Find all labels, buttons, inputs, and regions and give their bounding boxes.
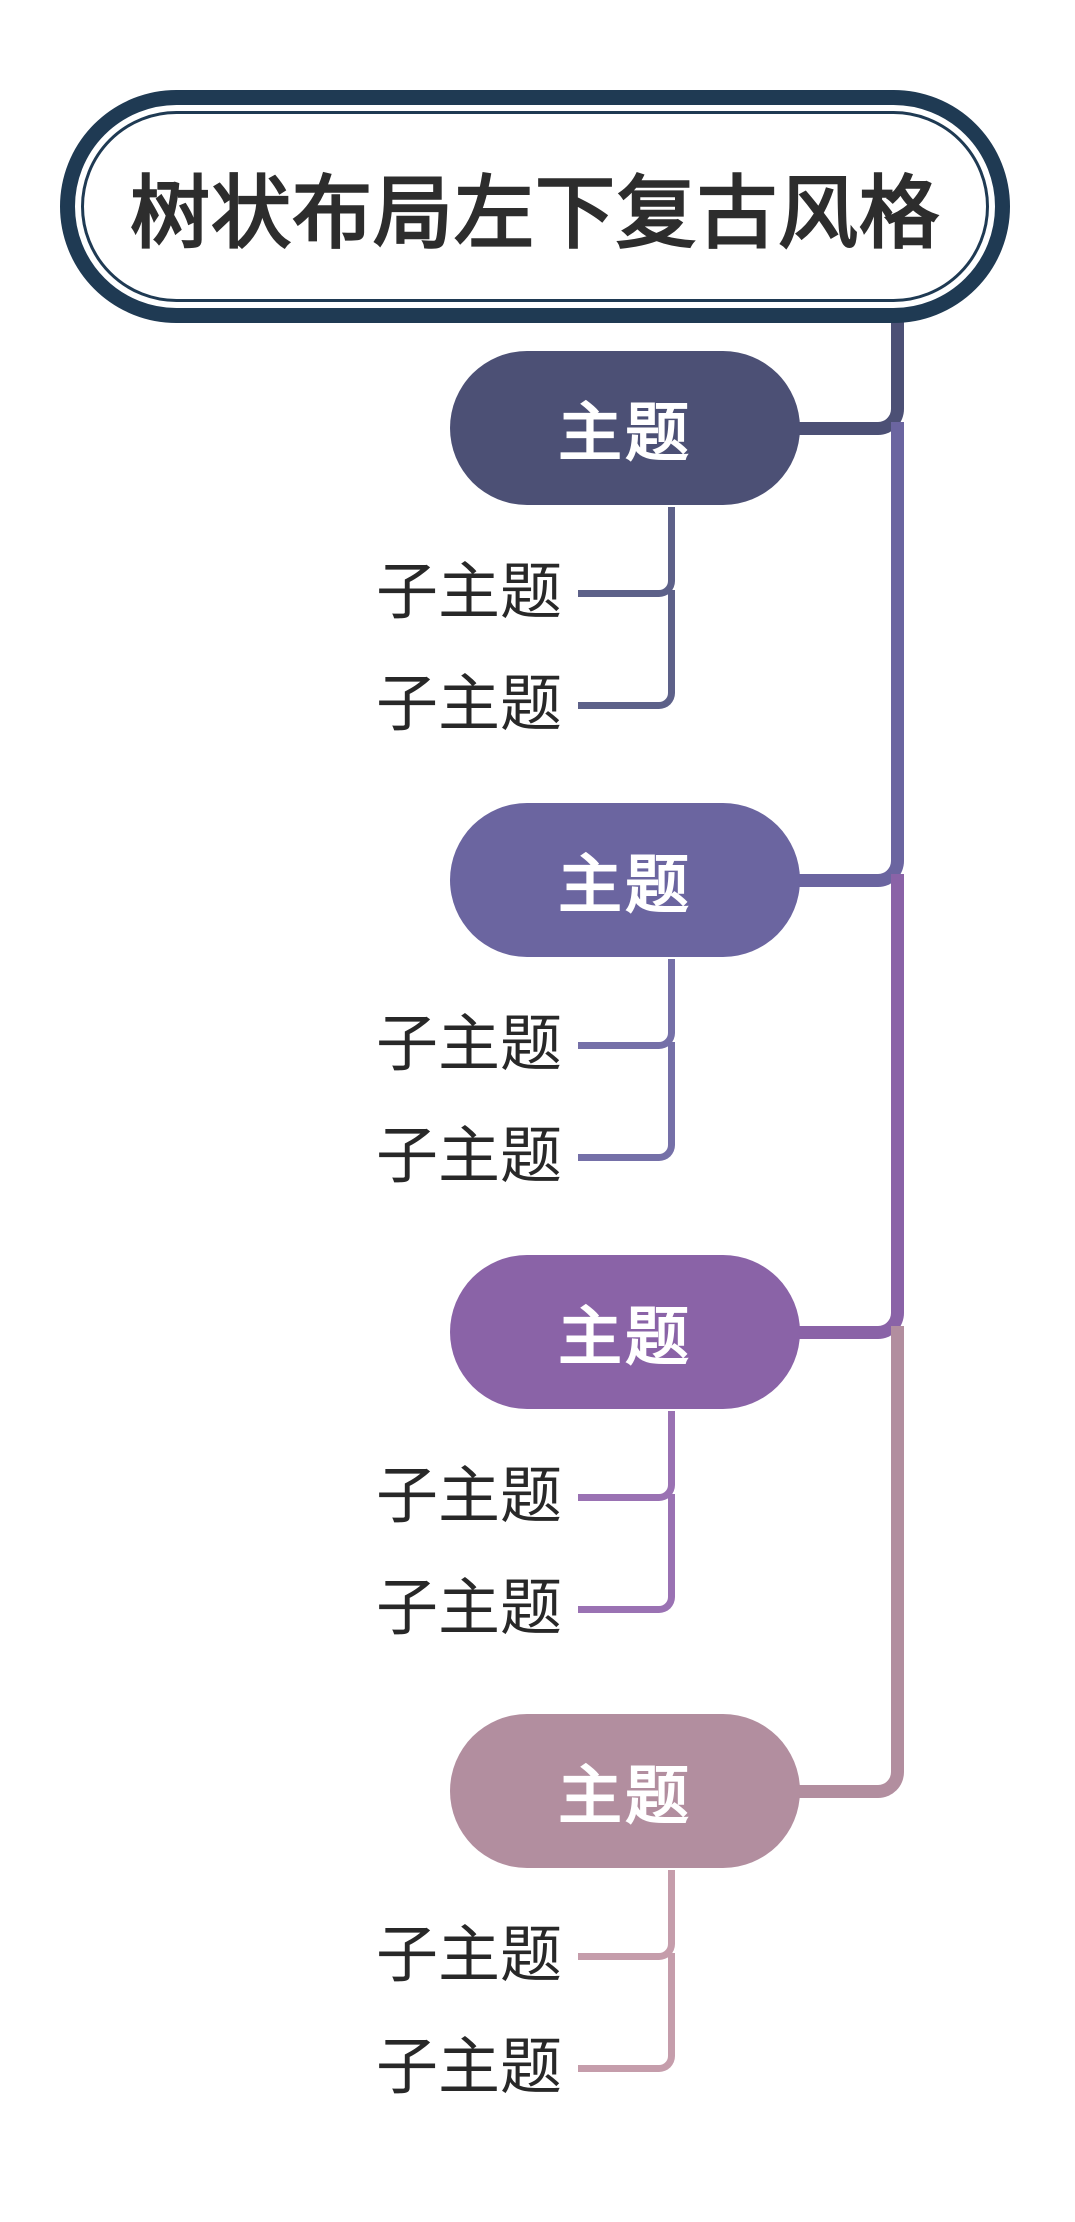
topic-node-4[interactable]: 主题 [450,1714,800,1868]
root-node[interactable]: 树状布局左下复古风格 [60,90,1010,323]
subtopic-node[interactable]: 子主题 [375,1922,562,1990]
subtopic-connector [578,1042,675,1161]
subtopic-connector [578,1494,675,1613]
topic-node-3-label: 主题 [558,1301,692,1373]
topic-node-1[interactable]: 主题 [450,351,800,505]
subtopic-connector [578,1411,675,1501]
subtopic-node[interactable]: 子主题 [375,1463,562,1531]
subtopic-node[interactable]: 子主题 [375,1575,562,1643]
subtopic-connector [578,590,675,709]
topic-1-connector [795,312,904,435]
subtopic-connector [578,507,675,597]
topic-3-connector [795,874,904,1339]
subtopic-connector [578,1953,675,2072]
topic-4-connector [795,1326,904,1798]
subtopic-connector [578,959,675,1049]
subtopic-connector [578,1870,675,1960]
topic-2-connector [795,422,904,887]
topic-node-3[interactable]: 主题 [450,1255,800,1409]
subtopic-node[interactable]: 子主题 [375,1123,562,1191]
root-node-inner-border: 树状布局左下复古风格 [81,111,989,302]
topic-node-4-label: 主题 [558,1760,692,1832]
root-node-label: 树状布局左下复古风格 [130,170,940,259]
topic-node-1-label: 主题 [558,397,692,469]
subtopic-node[interactable]: 子主题 [375,2034,562,2102]
subtopic-node[interactable]: 子主题 [375,559,562,627]
topic-node-2-label: 主题 [558,849,692,921]
subtopic-node[interactable]: 子主题 [375,1011,562,1079]
subtopic-node[interactable]: 子主题 [375,671,562,739]
topic-node-2[interactable]: 主题 [450,803,800,957]
